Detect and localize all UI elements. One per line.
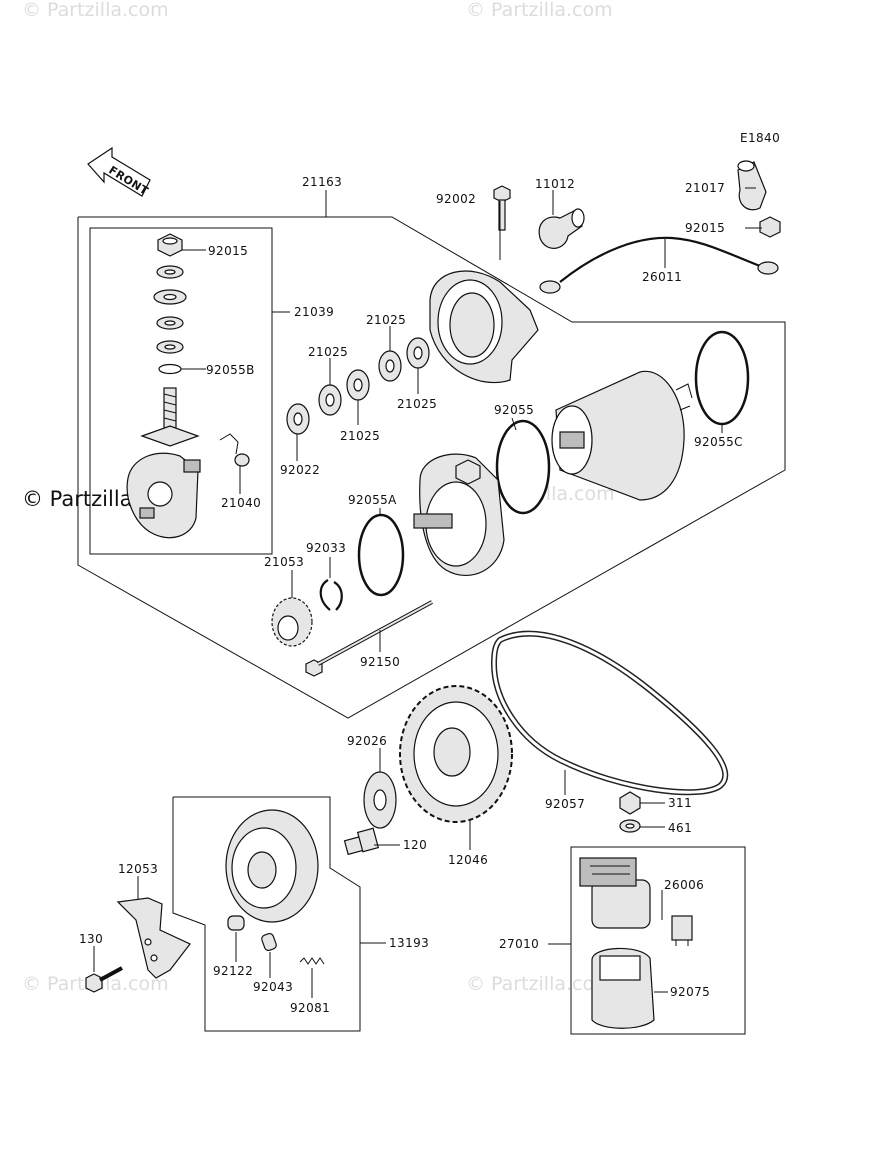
o-ring-large-icon bbox=[495, 330, 750, 515]
part-label-92002: 92002 bbox=[436, 192, 476, 206]
part-label-92057: 92057 bbox=[545, 797, 585, 811]
part-label-21017: 21017 bbox=[685, 181, 725, 195]
brush-assembly-box bbox=[89, 227, 273, 555]
front-cover-icon bbox=[413, 453, 505, 576]
nut-311-icon bbox=[619, 791, 641, 815]
part-label-11012: 11012 bbox=[535, 177, 575, 191]
part-label-92026: 92026 bbox=[347, 734, 387, 748]
idler-assembly-outline bbox=[172, 796, 361, 1032]
part-label-130: 130 bbox=[79, 932, 103, 946]
fuse-icon bbox=[671, 915, 693, 946]
part-label-311: 311 bbox=[668, 796, 692, 810]
part-label-92043: 92043 bbox=[253, 980, 293, 994]
part-label-21163: 21163 bbox=[302, 175, 342, 189]
part-label-21040: 21040 bbox=[221, 496, 261, 510]
part-label-27010: 27010 bbox=[499, 937, 539, 951]
washer-icon bbox=[153, 265, 187, 354]
terminal-cap-icon bbox=[538, 208, 585, 249]
part-label-120: 120 bbox=[403, 838, 427, 852]
part-label-92055B: 92055B bbox=[206, 363, 255, 377]
part-label-92055: 92055 bbox=[494, 403, 534, 417]
nut-small-icon bbox=[759, 216, 781, 238]
figure-code: E1840 bbox=[740, 131, 780, 145]
part-label-92075: 92075 bbox=[670, 985, 710, 999]
part-label-92055A: 92055A bbox=[348, 493, 397, 507]
part-label-92055C: 92055C bbox=[694, 435, 743, 449]
relay-assembly-box bbox=[570, 846, 746, 1035]
drive-chain-icon bbox=[490, 630, 729, 796]
watermark-top-right: © Partzilla.com bbox=[466, 0, 613, 21]
plunger-icon bbox=[261, 932, 277, 952]
starter-cable-icon bbox=[539, 236, 779, 294]
part-label-26006: 26006 bbox=[664, 878, 704, 892]
watermark-bottom-right: © Partzilla.com bbox=[466, 973, 613, 995]
starter-assembly-outline bbox=[77, 216, 786, 719]
part-label-21025-d: 21025 bbox=[397, 397, 437, 411]
circlip-icon bbox=[319, 579, 343, 611]
nut-icon bbox=[157, 233, 183, 257]
shim-washer-icon bbox=[286, 337, 430, 435]
part-label-13193: 13193 bbox=[389, 936, 429, 950]
part-label-92150: 92150 bbox=[360, 655, 400, 669]
part-label-12046: 12046 bbox=[448, 853, 488, 867]
brush-plate-icon bbox=[126, 452, 201, 539]
part-label-26011: 26011 bbox=[642, 270, 682, 284]
part-label-21025-a: 21025 bbox=[366, 313, 406, 327]
sprocket-icon bbox=[399, 685, 513, 823]
part-label-21025-c: 21025 bbox=[340, 429, 380, 443]
terminal-bolt-icon bbox=[140, 387, 200, 447]
bolt-130-icon bbox=[85, 966, 123, 993]
through-bolt-icon bbox=[305, 600, 433, 677]
part-label-21053: 21053 bbox=[264, 555, 304, 569]
relay-cover-icon bbox=[591, 947, 655, 1029]
watermark-top-left: © Partzilla.com bbox=[22, 0, 169, 21]
part-label-21039: 21039 bbox=[294, 305, 334, 319]
terminal-boot-icon bbox=[737, 160, 767, 211]
spring-icon bbox=[299, 957, 325, 965]
part-label-92015-left: 92015 bbox=[208, 244, 248, 258]
starter-motor-icon bbox=[551, 370, 693, 501]
end-cover-icon bbox=[429, 270, 539, 384]
part-label-92081: 92081 bbox=[290, 1001, 330, 1015]
idler-shaft-icon bbox=[343, 827, 380, 856]
roller-icon bbox=[227, 915, 245, 931]
o-ring-icon bbox=[158, 363, 182, 375]
o-ring-cover-icon bbox=[357, 513, 405, 597]
one-way-clutch-icon bbox=[225, 809, 319, 923]
part-label-92033: 92033 bbox=[306, 541, 346, 555]
part-label-92022: 92022 bbox=[280, 463, 320, 477]
thrust-washer-icon bbox=[363, 771, 397, 829]
part-label-461: 461 bbox=[668, 821, 692, 835]
part-label-92122: 92122 bbox=[213, 964, 253, 978]
part-label-21025-b: 21025 bbox=[308, 345, 348, 359]
part-label-92015-top: 92015 bbox=[685, 221, 725, 235]
starter-gear-icon bbox=[271, 597, 313, 647]
bolt-icon bbox=[493, 185, 511, 231]
front-arrow-icon: FRONT bbox=[87, 146, 151, 198]
bracket-icon bbox=[116, 897, 191, 979]
starter-relay-icon bbox=[579, 857, 651, 929]
part-label-12053: 12053 bbox=[118, 862, 158, 876]
washer-461-icon bbox=[619, 819, 641, 833]
brush-spring-icon bbox=[219, 433, 250, 467]
leader-lines bbox=[93, 187, 762, 998]
